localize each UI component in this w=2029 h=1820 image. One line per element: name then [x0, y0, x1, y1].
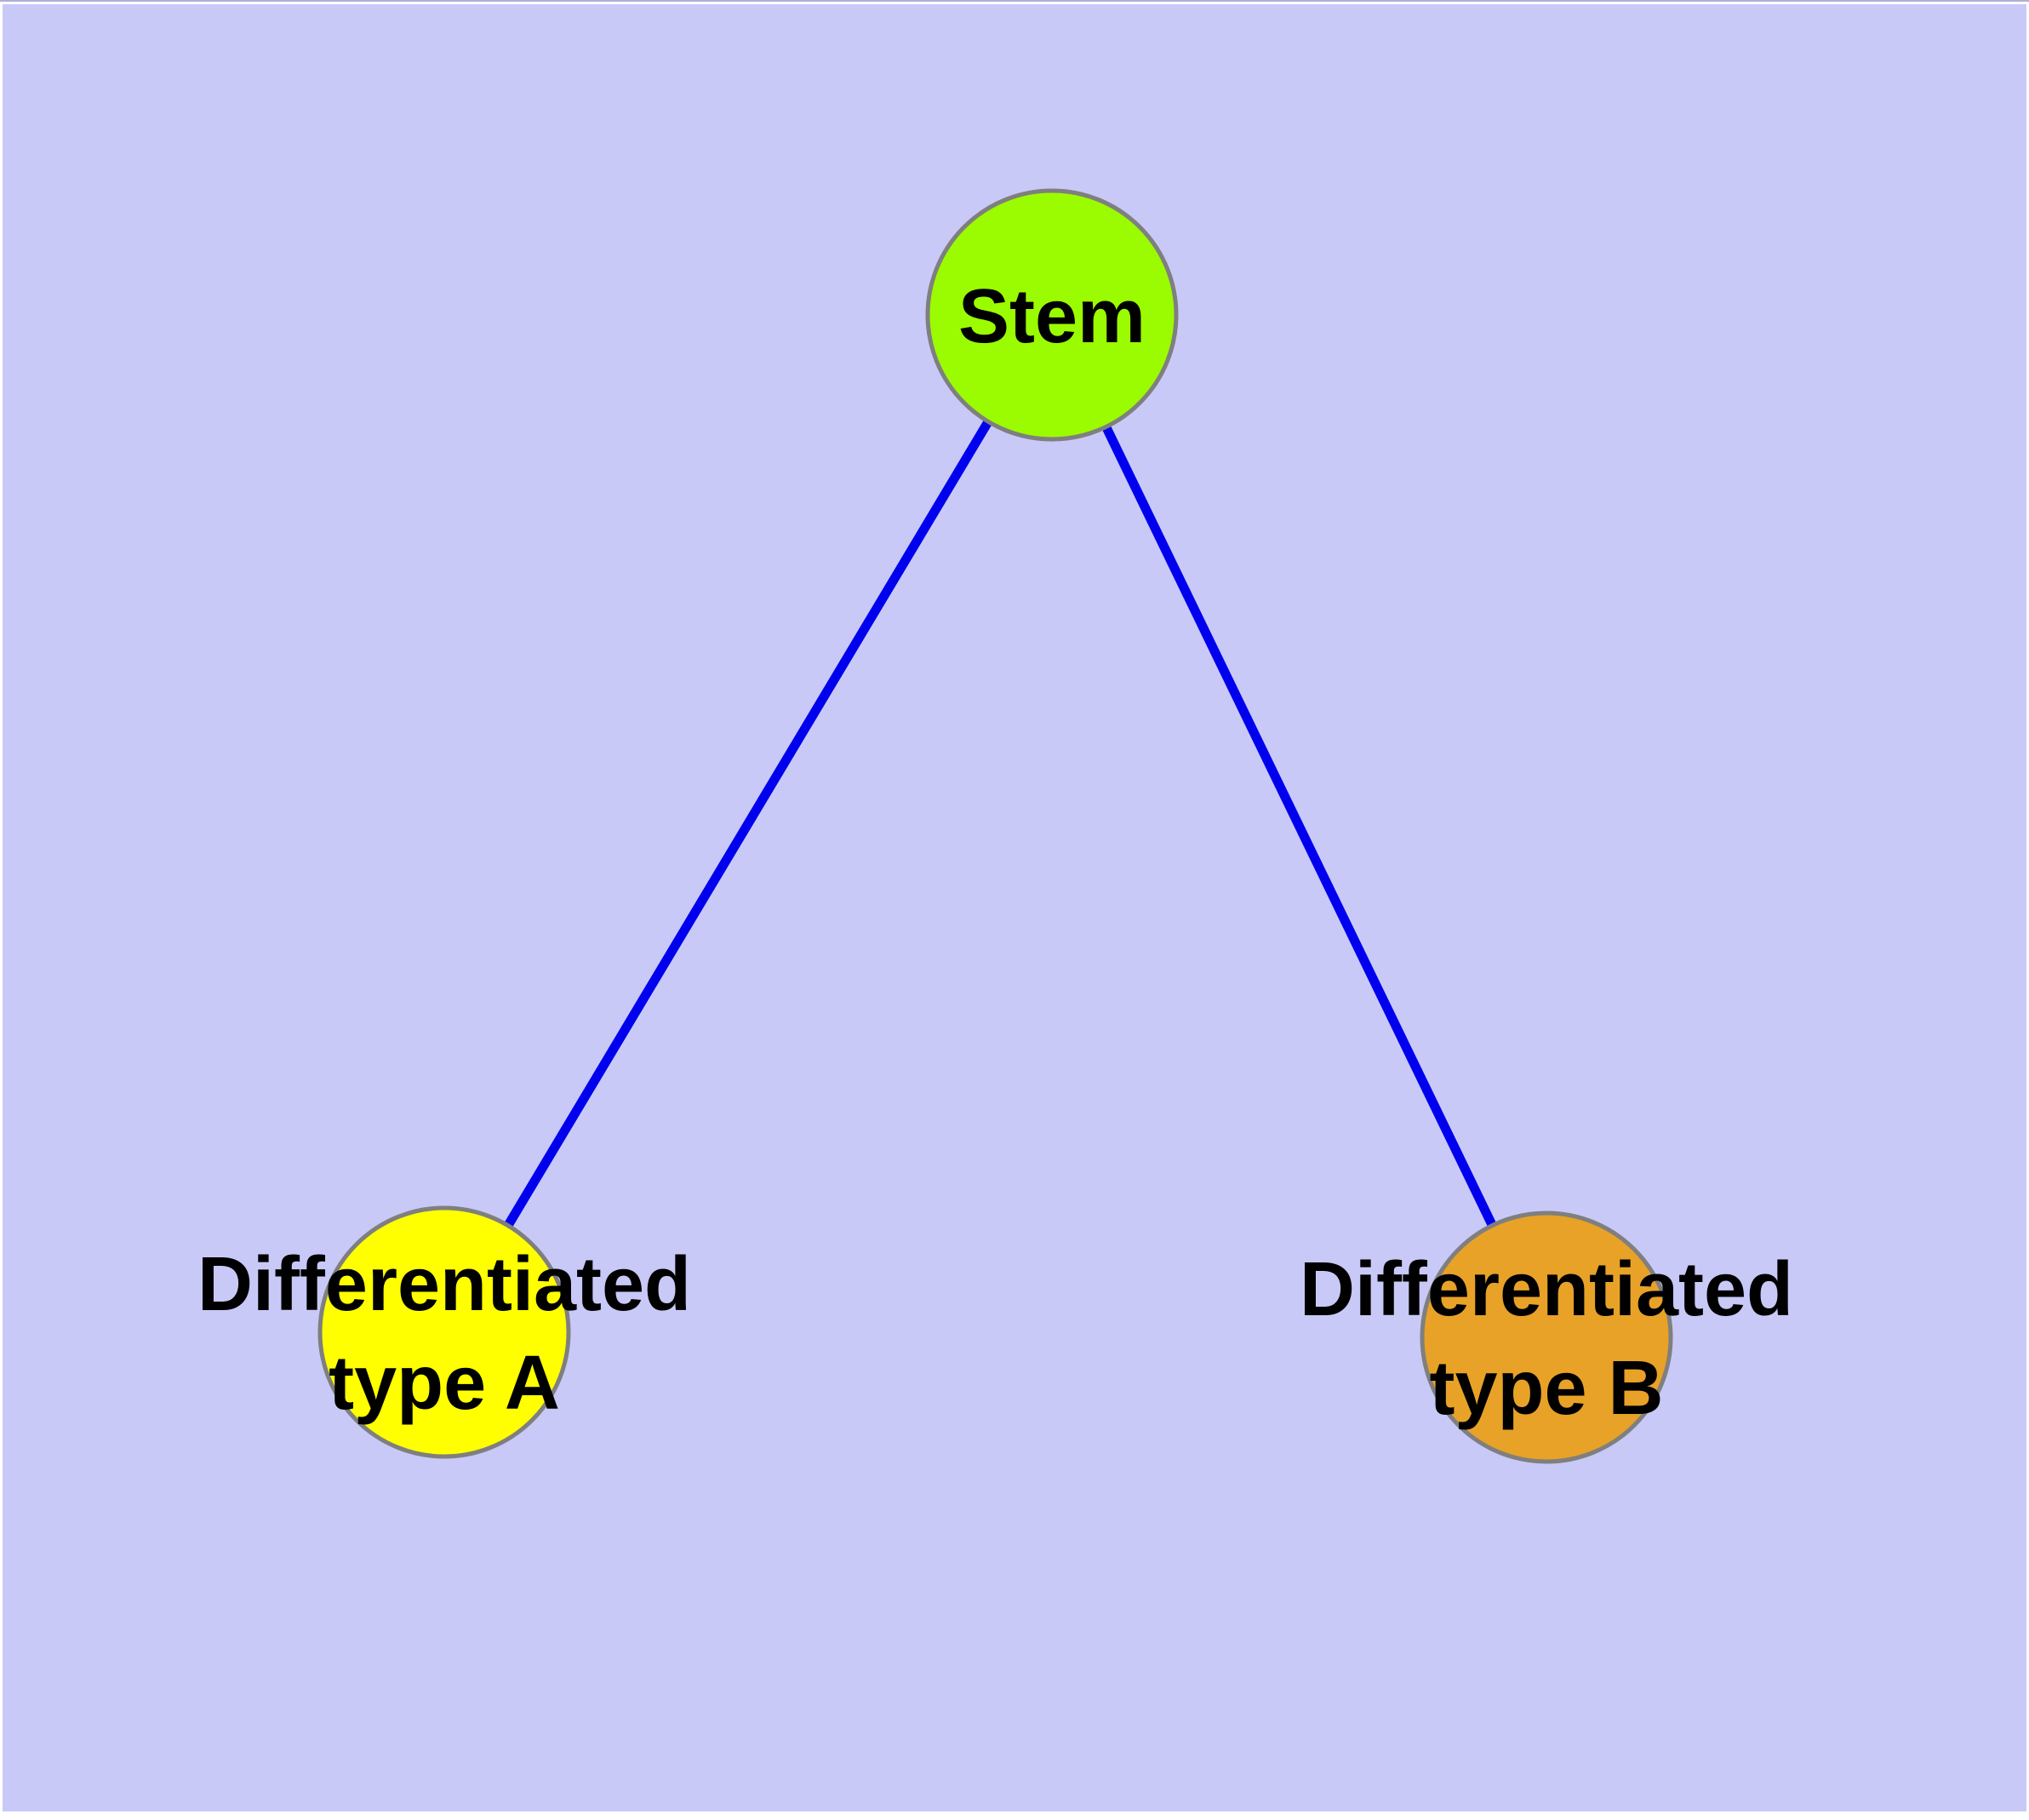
label-layer: Stem Differentiated type A Differentiate… [197, 274, 1793, 1431]
node-layer [317, 188, 1673, 1464]
node-differentiated-type-b[interactable] [1420, 1210, 1673, 1464]
node-type-a-label-line1: Differentiated [197, 1242, 691, 1327]
node-type-a-label-line2: type A [329, 1341, 560, 1426]
edge-stem-to-type-a[interactable] [440, 312, 1056, 1335]
node-differentiated-type-a[interactable] [317, 1205, 571, 1459]
edge-stem-to-type-b[interactable] [1048, 312, 1551, 1340]
top-hairline [0, 0, 2029, 2]
node-stem[interactable] [925, 188, 1179, 442]
node-type-b-label-line2: type B [1429, 1346, 1663, 1431]
node-stem-label: Stem [958, 274, 1146, 359]
node-type-b-label-line1: Differentiated [1300, 1247, 1793, 1332]
edge-layer [440, 312, 1551, 1340]
